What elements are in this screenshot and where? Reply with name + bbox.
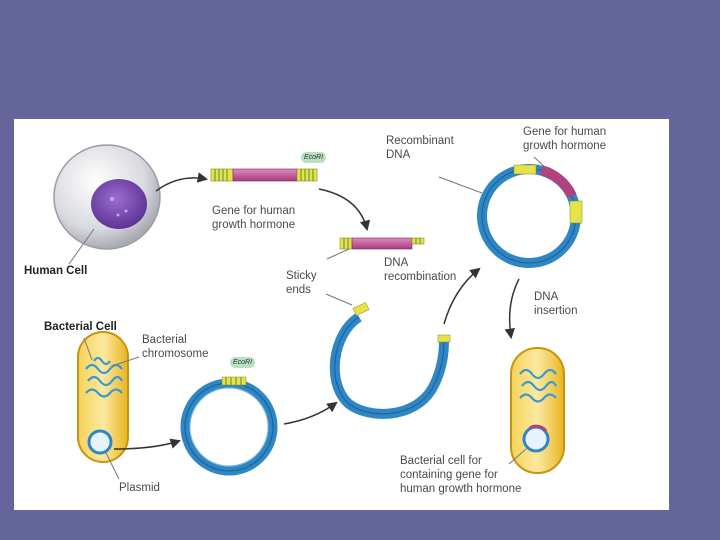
arrow-insertion [504,278,520,340]
label-dna-recombination: DNA recombination [384,257,457,283]
opened-plasmid [325,293,451,419]
label-sticky-ends: Sticky ends [286,270,317,296]
human-cell [53,144,161,265]
ecori-tag: EcoRI [230,357,256,368]
label-plasmid: Plasmid [119,482,160,494]
recombinant-dna-diagram [53,144,583,480]
plasmid-ring [180,376,278,476]
human-cell-pointer [68,228,95,265]
bacterial-cell [77,331,140,480]
inserted-gene [539,165,577,199]
arrow-cut-plasmid [283,401,338,425]
label-bacterial-chromosome: Bacterial chromosome [142,334,209,360]
diagram-panel: EcoRI EcoRI Human Cell Gene for human gr… [14,119,669,510]
label-gene-right: Gene for human growth hormone [523,126,607,152]
label-recombinant-dna: Recombinant DNA [386,135,454,161]
label-human-cell: Human Cell [24,265,88,277]
nucleus [91,179,147,229]
plasmid-small [87,429,113,455]
label-dna-insertion: DNA insertion [534,291,578,317]
recombinant-ring [438,156,583,268]
gene-fragment-top [210,168,318,182]
arrow-recombination [443,267,481,325]
label-result-cell: Bacterial cell for containing gene for h… [400,455,522,495]
bacterial-chromosome [85,356,123,398]
result-bacterial-cell [508,347,565,474]
gene-fragment-sticky [326,237,425,260]
arrow-extract-plasmid [113,438,182,450]
label-bacterial-cell: Bacterial Cell [44,321,117,333]
arrow-extract-gene [155,172,209,192]
arrow-cut-gene [318,188,371,232]
label-gene-top: Gene for human growth hormone [212,205,296,231]
ecori-tag: EcoRI [301,152,327,163]
